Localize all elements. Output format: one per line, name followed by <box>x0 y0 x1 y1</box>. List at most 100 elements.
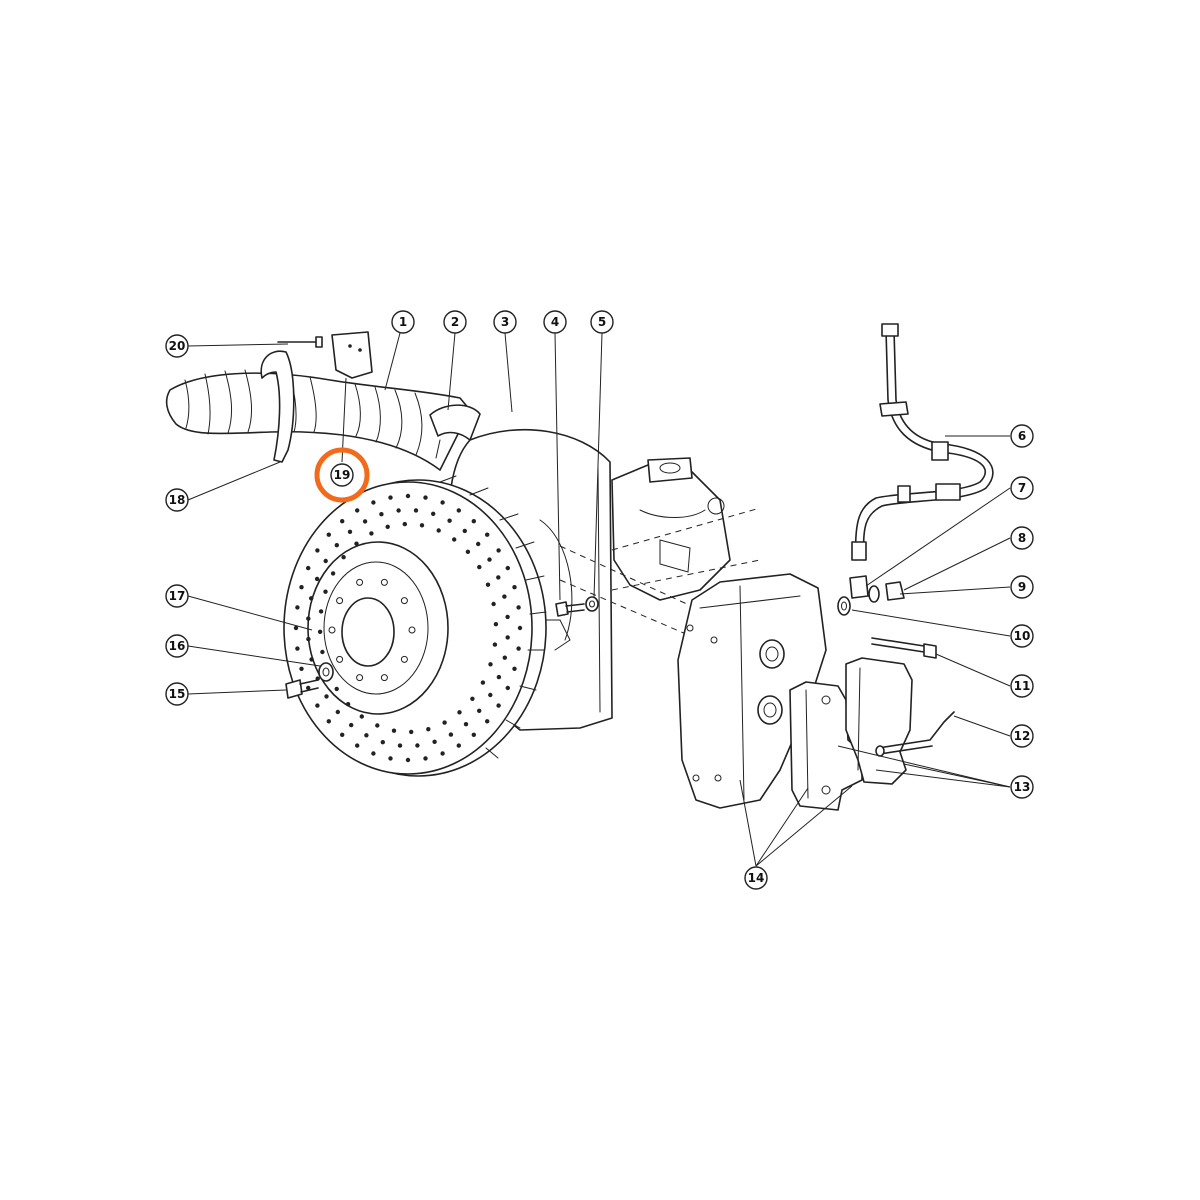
svg-text:11: 11 <box>1014 679 1031 693</box>
disc-hole <box>492 642 498 647</box>
hat-bolt-hole <box>400 597 408 605</box>
disc-hole <box>480 680 486 685</box>
disc-hole <box>295 605 300 610</box>
hat-bolt-hole <box>356 674 364 682</box>
brake-cooling-duct <box>165 331 481 471</box>
callout-7: 7 <box>1010 476 1034 500</box>
disc-hole <box>456 743 461 748</box>
disc-hole <box>431 511 436 516</box>
disc-hole <box>371 751 376 756</box>
disc-hole <box>423 756 428 761</box>
callout-19-highlighted: 19 <box>314 447 370 503</box>
callout-6: 6 <box>1010 424 1034 448</box>
screw-4 <box>555 601 585 617</box>
disc-screw-15 <box>285 679 319 699</box>
disc-hole <box>505 685 510 691</box>
disc-hole <box>364 733 369 738</box>
disc-hole <box>496 674 502 680</box>
disc-hole <box>341 555 346 560</box>
disc-hole <box>436 528 441 533</box>
disc-hole <box>477 564 482 570</box>
hat-bolt-hole <box>400 655 408 663</box>
svg-text:12: 12 <box>1014 729 1031 743</box>
disc-hole <box>391 728 397 733</box>
disc-hole <box>405 757 411 763</box>
disc-hole <box>299 666 304 671</box>
disc-hat-holes <box>328 578 416 682</box>
disc-hole <box>318 609 324 614</box>
disc-hole <box>359 714 364 719</box>
disc-hole <box>477 708 482 713</box>
callout-16: 16 <box>165 634 189 658</box>
callout-1: 1 <box>391 310 415 334</box>
disc-hole <box>306 636 311 642</box>
callout-9: 9 <box>1010 575 1034 599</box>
disc-hole <box>448 732 454 737</box>
brake-caliper <box>677 573 827 809</box>
hat-bolt-hole <box>336 655 344 663</box>
disc-hole <box>335 709 340 715</box>
disc-hole <box>485 719 490 724</box>
disc-hole <box>405 493 411 499</box>
disc-hole <box>293 625 299 631</box>
disc-hole <box>371 500 376 505</box>
disc-hole <box>463 722 469 727</box>
svg-text:14: 14 <box>748 871 765 885</box>
disc-hole <box>512 666 517 671</box>
callout-15: 15 <box>165 682 189 706</box>
disc-hole <box>493 622 499 627</box>
callout-4: 4 <box>543 310 567 334</box>
disc-hole <box>369 531 374 536</box>
hat-bolt-hole <box>408 626 416 634</box>
caliper-bolt <box>871 637 937 659</box>
brake-hose <box>851 323 994 561</box>
disc-hole <box>502 655 507 660</box>
disc-hole <box>309 596 314 601</box>
disc-hole <box>505 565 510 571</box>
disc-hole <box>465 549 471 554</box>
disc-hole <box>502 594 507 599</box>
disc-hole <box>402 521 407 527</box>
disc-hole <box>315 703 320 708</box>
pad-sensor-wire <box>875 711 955 757</box>
callout-10: 10 <box>1010 624 1034 648</box>
disc-hole <box>379 512 384 517</box>
callout-14: 14 <box>744 866 768 890</box>
disc-hole <box>324 694 329 699</box>
disc-hole <box>485 532 490 537</box>
disc-hole <box>471 519 476 524</box>
hat-bolt-hole <box>336 597 344 605</box>
leader-lines <box>187 332 1011 867</box>
disc-hole <box>385 524 390 529</box>
disc-hole <box>415 743 420 748</box>
disc-hole <box>413 508 419 513</box>
disc-hole <box>426 727 431 732</box>
disc-hole <box>345 702 351 707</box>
disc-hole <box>354 541 359 546</box>
svg-text:16: 16 <box>169 639 186 653</box>
disc-hole <box>323 558 328 564</box>
disc-hole <box>496 548 501 553</box>
disc-hole <box>440 751 445 756</box>
callout-5: 5 <box>590 310 614 334</box>
disc-hole <box>317 629 323 634</box>
disc-hole <box>320 649 325 655</box>
disc-hole <box>488 662 493 667</box>
washer-5 <box>585 596 599 612</box>
disc-hole <box>340 732 345 737</box>
disc-hole <box>326 532 331 537</box>
disc-hole <box>505 635 510 640</box>
disc-hole <box>516 605 521 610</box>
disc-hole <box>496 575 501 580</box>
disc-hole <box>388 756 393 761</box>
svg-text:5: 5 <box>598 315 606 329</box>
callout-13: 13 <box>1010 775 1034 799</box>
disc-hole <box>471 732 476 737</box>
disc-cross-drill-holes <box>293 493 523 763</box>
disc-hole <box>388 495 393 500</box>
hat-bolt-hole <box>380 674 388 682</box>
svg-text:17: 17 <box>169 589 186 603</box>
svg-text:1: 1 <box>399 315 407 329</box>
svg-text:20: 20 <box>169 339 186 353</box>
callout-17: 17 <box>165 584 189 608</box>
